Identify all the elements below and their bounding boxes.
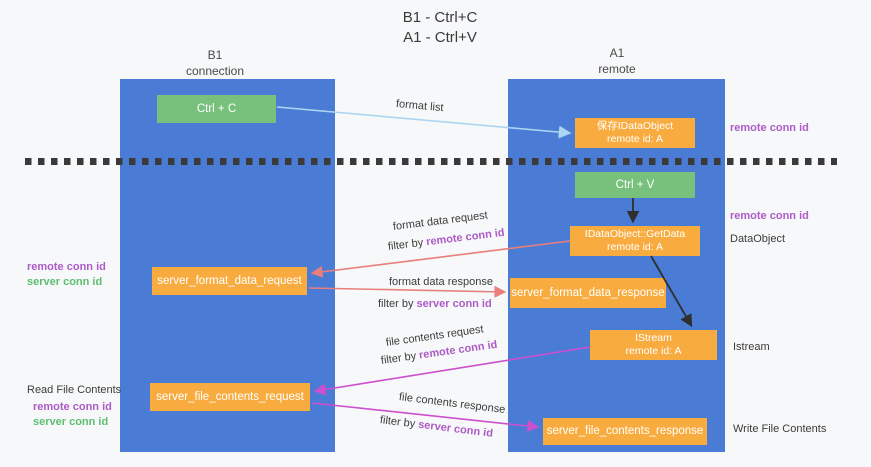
node-ctrl-v: Ctrl + V — [575, 172, 695, 198]
edge-label-format-list: format list — [395, 98, 445, 115]
node-file-request-label: server_file_contents_request — [156, 390, 304, 403]
lane-a1-role: remote — [598, 61, 636, 76]
node-getdata-line2: remote id: A — [606, 241, 664, 253]
label-server-conn-id-left-2: server conn id — [33, 416, 109, 428]
label-istream: Istream — [733, 341, 770, 353]
node-format-response-label: server_format_data_response — [511, 286, 665, 299]
server-conn-id-text: server conn id — [417, 418, 494, 440]
filter-by-text: filter by — [378, 298, 417, 310]
edge-label-file-response-filter: filter by server conn id — [379, 414, 493, 440]
label-server-conn-id-left-1: server conn id — [27, 276, 103, 288]
label-remote-conn-id-right-1: remote conn id — [730, 122, 809, 134]
node-istream-line2: remote id: A — [625, 345, 682, 357]
lane-b1-role: connection — [185, 63, 245, 78]
filter-by-text: filter by — [380, 349, 420, 367]
label-read-file-contents: Read File Contents — [27, 384, 122, 396]
label-dataobject: DataObject — [730, 233, 786, 245]
lane-b1-name: B1 — [207, 48, 223, 62]
edge-label-file-contents-response: file contents response — [398, 391, 506, 416]
node-server-format-data-request: server_format_data_request — [152, 267, 307, 295]
node-ctrl-c-label: Ctrl + C — [196, 102, 237, 115]
node-file-response-label: server_file_contents_response — [546, 425, 704, 438]
node-ctrl-c: Ctrl + C — [157, 95, 276, 123]
lane-header-b1: B1 connection — [155, 48, 275, 79]
label-remote-conn-id-left-2: remote conn id — [33, 401, 112, 413]
diagram-title: B1 - Ctrl+C A1 - Ctrl+V — [300, 8, 580, 49]
filter-by-text: filter by — [387, 236, 427, 253]
node-getdata-line1: IDataObject::GetData — [584, 227, 686, 240]
edge-label-format-response-filter: filter by server conn id — [378, 298, 492, 310]
node-save-idataobject-line1: 保存IDataObject — [596, 119, 674, 132]
label-remote-conn-id-left-1: remote conn id — [27, 261, 106, 273]
node-save-idataobject-line2: remote id: A — [606, 133, 664, 145]
label-write-file-contents: Write File Contents — [733, 423, 827, 435]
node-server-file-contents-request: server_file_contents_request — [150, 383, 310, 411]
node-istream: IStream remote id: A — [590, 330, 717, 360]
lane-a1-name: A1 — [609, 46, 625, 60]
node-idataobject-getdata: IDataObject::GetData remote id: A — [570, 226, 700, 256]
node-server-format-data-response: server_format_data_response — [510, 278, 666, 308]
diagram-title-line1: B1 - Ctrl+C — [402, 9, 478, 26]
server-conn-id-text: server conn id — [416, 298, 492, 310]
label-remote-conn-id-right-2: remote conn id — [730, 210, 809, 222]
remote-conn-id-text: remote conn id — [425, 226, 506, 249]
node-istream-line1: IStream — [635, 331, 672, 344]
node-format-request-label: server_format_data_request — [157, 274, 302, 287]
arrow-format-data-response — [308, 285, 507, 298]
node-save-idataobject: 保存IDataObject remote id: A — [575, 118, 695, 148]
lane-header-a1: A1 remote — [557, 46, 677, 77]
node-ctrl-v-label: Ctrl + V — [615, 178, 655, 191]
node-server-file-contents-response: server_file_contents_response — [543, 418, 707, 445]
diagram-title-line2: A1 - Ctrl+V — [403, 29, 477, 47]
edge-label-format-data-response: format data response — [389, 276, 493, 288]
phase-separator-dashed-line — [25, 158, 837, 165]
filter-by-text: filter by — [379, 414, 419, 431]
